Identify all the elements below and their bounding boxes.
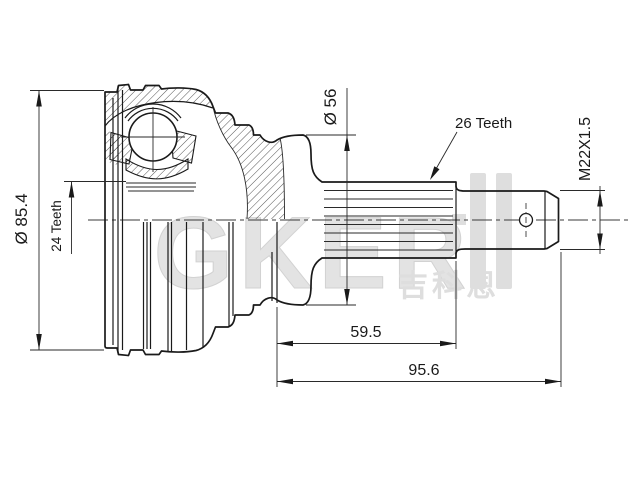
cage-lower-band (125, 157, 189, 180)
housing-detail-lines (112, 86, 278, 353)
part-outline (104, 83, 560, 357)
dim-shaft-spline-teeth-label: 26 Teeth (455, 115, 512, 132)
cavity-ceiling-line (104, 100, 214, 127)
dim-thread-spec-label: M22X1.5 (577, 117, 594, 181)
watermark: GKER 吉科恩 (153, 173, 512, 311)
dim-neck-diameter-label: Ø 56 (321, 89, 340, 126)
watermark-logo-mark (452, 173, 512, 289)
section-hatch-areas (105, 84, 285, 219)
watermark-brand-chinese: 吉科恩 (398, 270, 500, 303)
shaft-details (324, 186, 546, 254)
shaft-spline-lines (324, 190, 453, 251)
joint-internals (104, 100, 285, 220)
watermark-brand-text: GKER (154, 196, 473, 310)
dim-outer-diameter-label: Ø 85.4 (12, 193, 31, 244)
housing-back-face-line (279, 137, 285, 220)
dim-overall-length-label: 95.6 (408, 362, 439, 379)
cavity-right-line (212, 106, 248, 220)
dimensions: Ø 85.4 24 Teeth Ø 56 26 Teeth M22X1.5 5 (12, 88, 605, 387)
dim-inner-spline-teeth-label: 24 Teeth (49, 200, 64, 252)
cage-upper-arc-outer (124, 103, 182, 119)
dim-spline-length-label: 59.5 (350, 324, 381, 341)
